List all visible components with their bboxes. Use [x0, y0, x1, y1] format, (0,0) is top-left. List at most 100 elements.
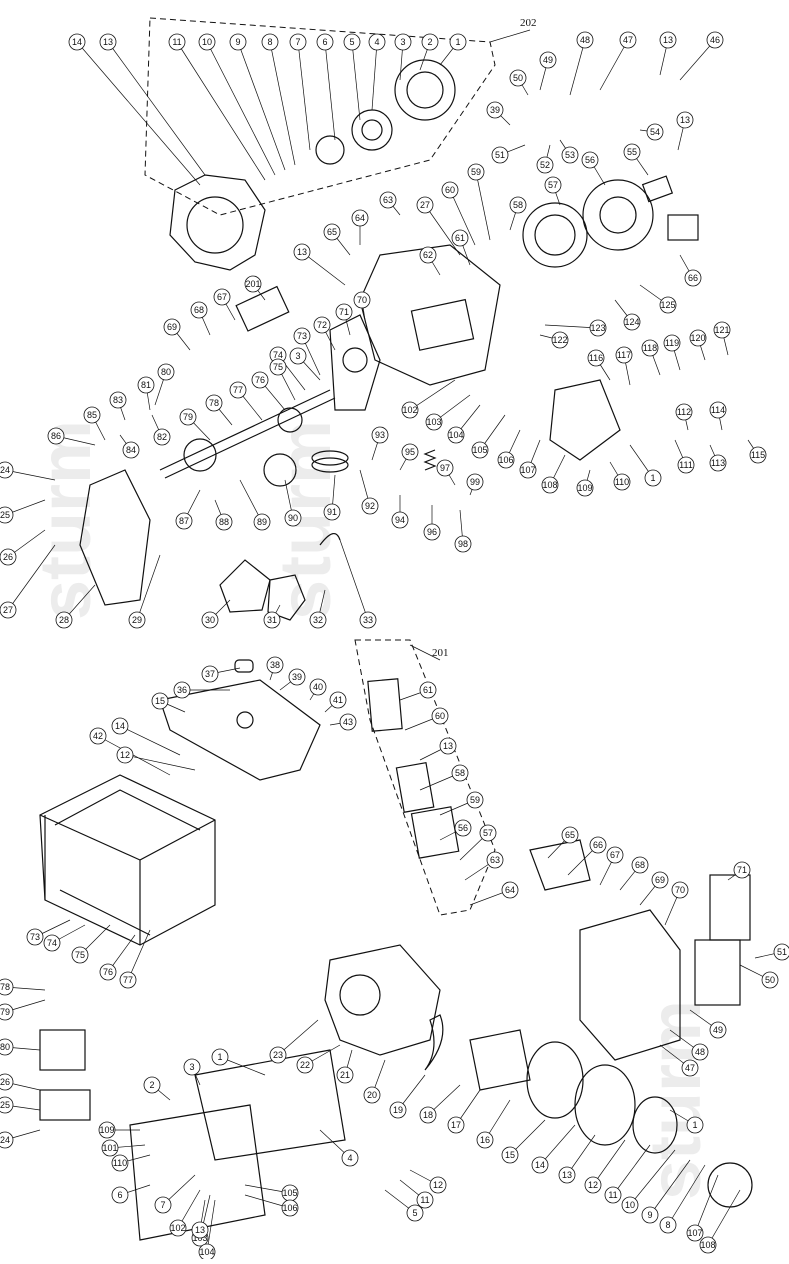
engine-callout-102: 102: [401, 379, 456, 419]
engine-callout-33: 33: [339, 539, 377, 629]
engine-callout-circle-6: [316, 33, 334, 51]
engine-callout-circle-99: [466, 473, 484, 491]
generator-leader-line-12: [124, 754, 196, 771]
generator-callout-circle-25: [0, 1096, 14, 1114]
generator-callout-circle-42: [89, 727, 107, 745]
generator-callout-110: 110: [111, 1154, 151, 1172]
generator-callout-number-42: 42: [93, 731, 103, 741]
generator-callout-circle-17: [447, 1116, 465, 1134]
engine-callout-number-62: 62: [423, 250, 433, 260]
engine-callout-88: 88: [214, 499, 233, 531]
generator-callout-number-8: 8: [665, 1220, 670, 1230]
engine-callout-number-124: 124: [624, 317, 639, 327]
engine-callout-number-10: 10: [202, 37, 212, 47]
engine-callout-28: 28: [55, 584, 96, 629]
engine-callout-number-65: 65: [327, 227, 337, 237]
generator-callout-75: 75: [71, 924, 111, 964]
generator-callout-circle-13: [191, 1221, 209, 1239]
generator-callout-circle-107: [686, 1224, 704, 1242]
engine-callout-87: 87: [175, 489, 201, 530]
generator-callout-number-109: 109: [99, 1125, 114, 1135]
engine-callout-circle-27: [0, 601, 17, 619]
engine-callout-number-55: 55: [627, 147, 637, 157]
generator-callout-7: 7: [154, 1174, 196, 1214]
generator-callout-number-101: 101: [102, 1143, 117, 1153]
engine-leader-line-6: [324, 41, 336, 141]
generator-callout-circle-36: [173, 681, 191, 699]
engine-leader-line-60: [449, 189, 476, 246]
engine-callout-24: 24: [0, 461, 56, 481]
generator-callout-48: 48: [669, 1029, 709, 1061]
generator-callout-circle-51: [773, 943, 789, 961]
engine-callout-number-76: 76: [255, 375, 265, 385]
engine-callout-number-2: 2: [427, 37, 432, 47]
engine-callout-number-30: 30: [205, 615, 215, 625]
starter-motor: [235, 285, 290, 332]
engine-callout-circle-98: [454, 535, 472, 553]
engine-callout-61: 61: [451, 229, 471, 266]
engine-callout-62: 62: [419, 246, 441, 276]
generator-callout-number-38: 38: [270, 660, 280, 670]
generator-engine: [324, 944, 441, 1056]
generator-leader-line-8: [667, 1164, 706, 1226]
engine-callout-circle-63: [379, 191, 397, 209]
engine-callout-number-58: 58: [513, 200, 523, 210]
generator-callout-109: 109: [98, 1121, 140, 1139]
engine-callout-circle-96: [423, 523, 441, 541]
generator-callout-circle-50: [761, 971, 779, 989]
engine-callout-number-29: 29: [132, 615, 142, 625]
generator-callout-circle-74: [43, 934, 61, 952]
engine-leader-line-13: [301, 251, 346, 286]
engine-callout-circle-4: [368, 33, 386, 51]
engine-callout-49: 49: [539, 51, 557, 91]
flywheel: [522, 202, 588, 268]
generator-callout-circle-65: [561, 826, 579, 844]
engine-callout-circle-55: [623, 143, 641, 161]
engine-callout-106: 106: [497, 429, 521, 469]
generator-callout-circle-5: [406, 1204, 424, 1222]
engine-callout-71: 71: [335, 303, 353, 336]
engine-callout-number-90: 90: [288, 513, 298, 523]
engine-callout-number-46: 46: [710, 35, 720, 45]
engine-callout-52: 52: [536, 144, 554, 174]
engine-callout-47: 47: [599, 31, 637, 91]
engine-leader-line-47: [599, 39, 629, 91]
generator-callout-58: 58: [419, 764, 469, 791]
generator-callout-number-61: 61: [423, 685, 433, 695]
engine-callout-number-92: 92: [365, 501, 375, 511]
engine-callout-83: 83: [109, 391, 127, 421]
piston: [263, 453, 297, 487]
engine-callout-circle-103: [425, 413, 443, 431]
engine-callout-number-121: 121: [714, 325, 729, 335]
generator-callout-circle-2: [143, 1076, 161, 1094]
engine-callout-104: 104: [447, 404, 481, 444]
generator-callout-number-23: 23: [273, 1050, 283, 1060]
engine-callout-number-88: 88: [219, 517, 229, 527]
generator-callout-39: 39: [279, 668, 306, 691]
generator-callout-40: 40: [309, 678, 327, 701]
engine-callout-number-114: 114: [711, 405, 725, 415]
generator-callout-1: 1: [211, 1048, 266, 1076]
engine-leader-line-11: [176, 41, 266, 181]
engine-leader-line-5: [351, 41, 361, 121]
generator-callout-circle-47: [681, 1059, 699, 1077]
engine-callout-64: 64: [351, 209, 369, 245]
generator-callout-10: 10: [621, 1149, 676, 1214]
engine-callout-circle-71: [335, 303, 353, 321]
engine-callout-25: 25: [0, 499, 46, 524]
generator-callout-circle-11: [416, 1191, 434, 1209]
side-panel: [579, 909, 681, 1061]
engine-callout-circle-69: [163, 318, 181, 336]
engine-callout-number-87: 87: [179, 516, 189, 526]
engine-callout-27: 27: [0, 544, 56, 619]
engine-callout-circle-58: [509, 196, 527, 214]
engine-callout-117: 117: [615, 346, 633, 386]
crankcase-cylinder: [359, 244, 501, 386]
engine-callout-number-25: 25: [0, 510, 10, 520]
generator-callout-number-77: 77: [123, 975, 133, 985]
engine-callout-number-82: 82: [157, 432, 167, 442]
engine-callout-circle-25: [0, 506, 14, 524]
engine-callout-105: 105: [471, 414, 506, 459]
engine-callout-circle-87: [175, 512, 193, 530]
generator-callout-24: 24: [0, 1129, 41, 1149]
